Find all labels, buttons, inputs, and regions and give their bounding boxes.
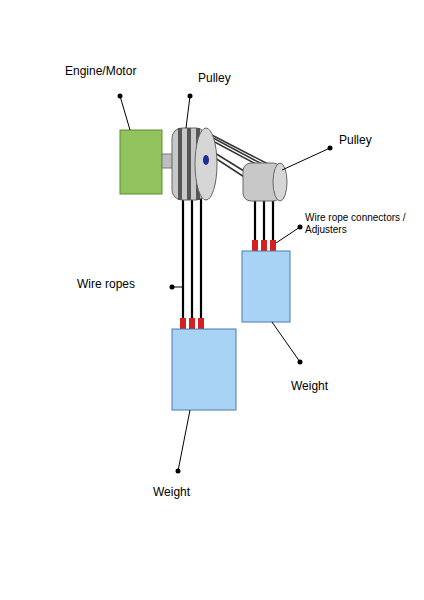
callout-label: Weight: [152, 486, 191, 500]
weight-block: [242, 251, 290, 322]
small-pulley: [243, 163, 287, 201]
leader-lines: [120, 96, 330, 471]
weight-block: [172, 329, 236, 410]
callout-label: Wire rope connectors / Adjusters: [304, 212, 418, 235]
callout-label: Pulley: [338, 134, 373, 148]
callout-label: Pulley: [197, 72, 232, 86]
callout-label: Wire ropes: [76, 278, 136, 292]
callout-label: Weight: [290, 380, 329, 394]
leader-dots: [118, 94, 333, 474]
callout-label: Engine/Motor: [64, 65, 137, 79]
motor-body: [120, 130, 162, 194]
large-pulley: [172, 128, 217, 200]
